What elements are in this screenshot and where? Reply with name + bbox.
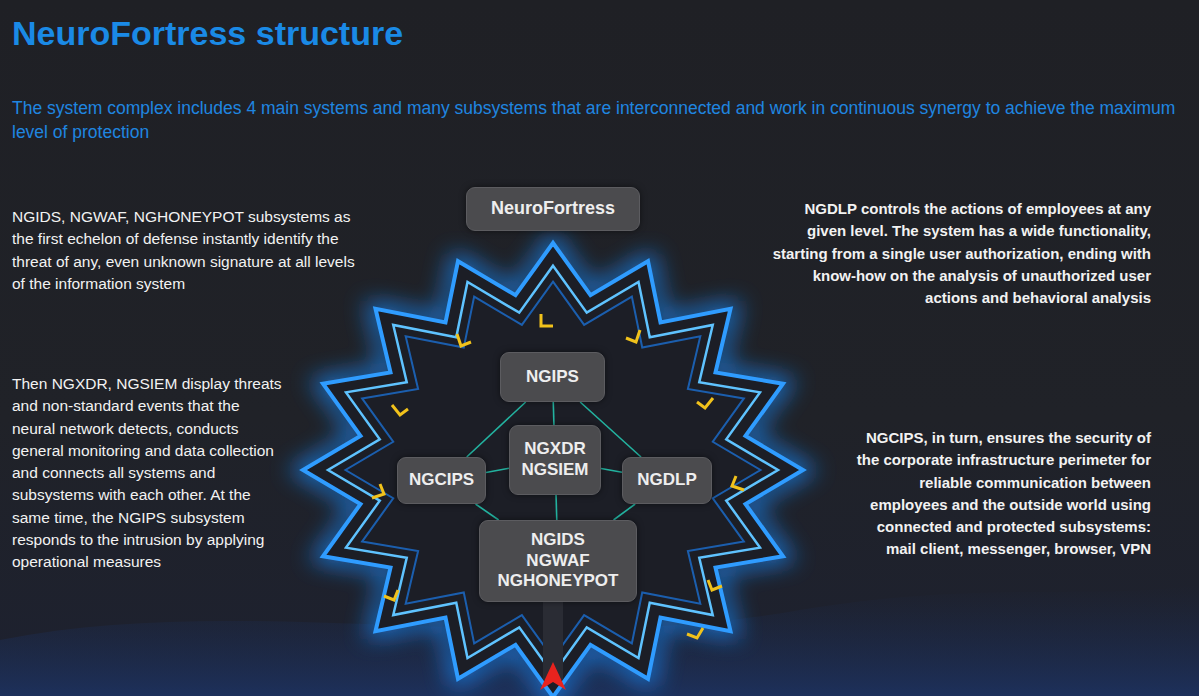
system-box: NGCIPS [397,457,486,504]
description-text: Then NGXDR, NGSIEM display threats and n… [12,373,284,574]
connector-line [476,504,499,520]
marker [372,484,384,498]
marker [697,398,713,408]
connector-line [486,468,509,472]
yellow-markers [372,314,744,638]
node-label: NGCIPS [409,470,474,491]
marker [732,476,744,490]
system-box: NGIPS [500,352,605,402]
description-text: NGIDS, NGWAF, NGHONEYPOT subsystems as t… [12,206,357,295]
system-box: NGXDR NGSIEM [509,425,601,495]
star-core-outline [345,282,760,659]
system-box: NGDLP [622,457,712,504]
marker [541,314,553,326]
marker [626,330,640,342]
connector-line [467,402,526,457]
system-box: NGIDS NGWAF NGHONEYPOT [479,520,637,602]
node-label: NGDLP [637,470,697,491]
description-text: NGCIPS, in turn, ensures the security of… [848,427,1151,561]
node-label: NGIDS NGWAF NGHONEYPOT [498,530,619,592]
star-outline [303,243,803,696]
node-label: NGXDR NGSIEM [521,439,588,480]
marker [457,334,471,346]
star-glow [303,243,803,696]
connector-line [555,495,557,520]
connector-line [552,402,554,425]
subtitle: The system complex includes 4 main syste… [12,96,1187,144]
description-text: NGDLP controls the actions of employees … [770,198,1151,309]
title-box: NeuroFortress [466,187,640,231]
red-arrow [540,662,566,690]
page-title: NeuroFortress structure [12,14,403,53]
marker [687,628,703,638]
connector-line [614,504,636,520]
connector-line [580,402,641,457]
marker [708,580,722,590]
node-label: NeuroFortress [491,198,615,220]
marker [392,405,408,415]
connector-line [601,468,622,472]
node-label: NGIPS [526,367,579,388]
marker [384,590,398,600]
